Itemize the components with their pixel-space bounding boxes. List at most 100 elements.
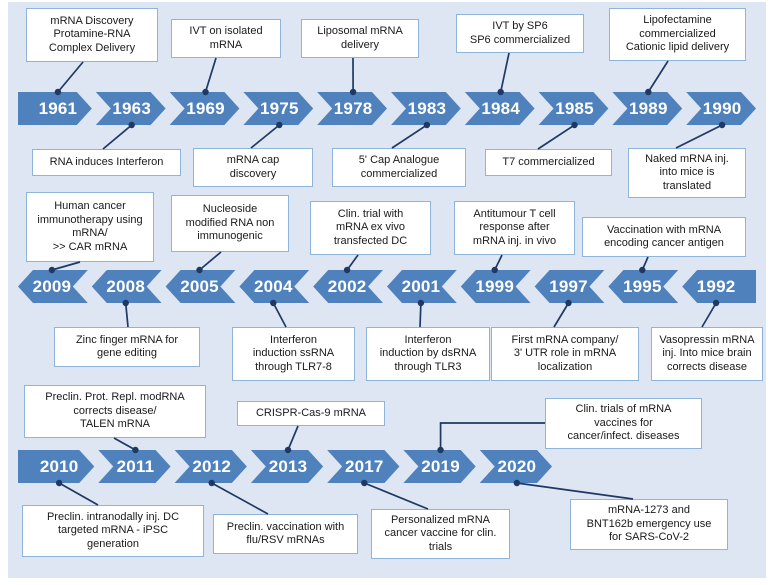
timeline-year-2011[interactable]: 2011: [116, 457, 155, 476]
connector-1985: [537, 124, 575, 150]
connector-2009: [51, 261, 81, 271]
timeline-year-2004[interactable]: 2004: [253, 277, 293, 296]
timeline-year-1961[interactable]: 1961: [38, 99, 78, 118]
connector-2010: [58, 482, 99, 506]
event-box-1963: RNA induces Interferon: [32, 149, 181, 176]
timeline-year-1997[interactable]: 1997: [549, 277, 588, 296]
timeline-segment-1985[interactable]: [538, 92, 609, 125]
connector-2002: [346, 254, 359, 271]
timeline-year-1969[interactable]: 1969: [186, 99, 225, 118]
timeline-year-2010[interactable]: 2010: [39, 457, 79, 476]
timeline-segment-2008[interactable]: [91, 270, 162, 303]
timeline-segment-1989[interactable]: [612, 92, 683, 125]
timeline-year-1989[interactable]: 1989: [628, 99, 668, 118]
timeline-segment-1984[interactable]: [464, 92, 535, 125]
connector-1992: [701, 302, 717, 328]
timeline-segment-1963[interactable]: [95, 92, 166, 125]
timeline-segment-2009[interactable]: [18, 270, 88, 303]
timeline-year-2020[interactable]: 2020: [497, 457, 537, 476]
connector-2008: [124, 302, 129, 328]
timeline-year-1975[interactable]: 1975: [259, 99, 299, 118]
timeline-year-1983[interactable]: 1983: [407, 99, 447, 118]
timeline-year-1992[interactable]: 1992: [696, 277, 736, 296]
timeline-segment-2010[interactable]: [18, 450, 95, 483]
timeline-year-2001[interactable]: 2001: [401, 277, 441, 296]
connector-2012: [211, 482, 269, 515]
timeline-year-1978[interactable]: 1978: [333, 99, 373, 118]
timeline-segment-2019[interactable]: [403, 450, 476, 483]
timeline-year-2002[interactable]: 2002: [327, 277, 367, 296]
timeline-year-1963[interactable]: 1963: [112, 99, 151, 118]
timeline-segment-1975[interactable]: [243, 92, 314, 125]
timeline-segment-2002[interactable]: [313, 270, 383, 303]
timeline-band-row-1: 1961 1963 1969 1975 1978 1983 1984 1985 1989 1990: [18, 92, 756, 125]
timeline-segment-2004[interactable]: [239, 270, 310, 303]
connector-1989: [647, 60, 669, 93]
timeline-segment-2020[interactable]: [479, 450, 552, 483]
timeline-year-1990[interactable]: 1990: [702, 99, 742, 118]
timeline-segment-1978[interactable]: [317, 92, 387, 125]
connector-2001: [419, 302, 422, 328]
connector-2011: [113, 437, 136, 451]
timeline-year-2009[interactable]: 2009: [32, 277, 72, 296]
timeline-segment-1969[interactable]: [169, 92, 240, 125]
timeline-year-1999[interactable]: 1999: [475, 277, 514, 296]
connector-2020: [516, 482, 634, 500]
timeline-band-row-2: 2009 2008 2005 2004 2002 2001 1999 1997 1995 1992: [18, 270, 756, 303]
timeline-segment-1992[interactable]: [682, 270, 756, 303]
connector-1999: [493, 254, 503, 271]
timeline-year-2008[interactable]: 2008: [106, 277, 145, 296]
timeline-year-2017[interactable]: 2017: [344, 457, 384, 476]
timeline-segment-1997[interactable]: [534, 270, 605, 303]
event-box-1985: T7 commercialized: [485, 149, 612, 176]
timeline-segment-2011[interactable]: [98, 450, 171, 483]
connector-2004: [272, 302, 287, 328]
connector-1984: [499, 52, 510, 93]
connector-1995: [641, 256, 649, 271]
timeline-year-2005[interactable]: 2005: [180, 277, 219, 296]
diagram-canvas: 1961 1963 1969 1975 1978 1983 1984 1985 1989 1990…: [8, 2, 766, 578]
timeline-segment-2012[interactable]: [174, 450, 247, 483]
connector-1983: [391, 124, 428, 149]
timeline-segment-2005[interactable]: [165, 270, 236, 303]
timeline-year-2013[interactable]: 2013: [268, 457, 308, 476]
timeline-segment-1990[interactable]: [686, 92, 756, 125]
connector-1990: [675, 124, 723, 149]
timeline-segment-2017[interactable]: [327, 450, 400, 483]
connector-1975: [250, 124, 280, 149]
timeline-year-2012[interactable]: 2012: [192, 457, 232, 476]
timeline-segment-1995[interactable]: [608, 270, 679, 303]
timeline-year-1984[interactable]: 1984: [481, 99, 520, 118]
timeline-segment-1999[interactable]: [460, 270, 531, 303]
event-box-2013: CRISPR-Cas-9 mRNA: [237, 401, 385, 426]
connector-1997: [553, 302, 570, 328]
timeline-year-1985[interactable]: 1985: [555, 99, 594, 118]
timeline-segment-2013[interactable]: [250, 450, 324, 483]
timeline-segment-2001[interactable]: [387, 270, 457, 303]
timeline-year-2019[interactable]: 2019: [421, 457, 460, 476]
timeline-year-1995[interactable]: 1995: [622, 277, 662, 296]
connector-2017: [363, 482, 429, 510]
timeline-segment-1961[interactable]: [18, 92, 92, 125]
timeline-segment-1983[interactable]: [391, 92, 461, 125]
